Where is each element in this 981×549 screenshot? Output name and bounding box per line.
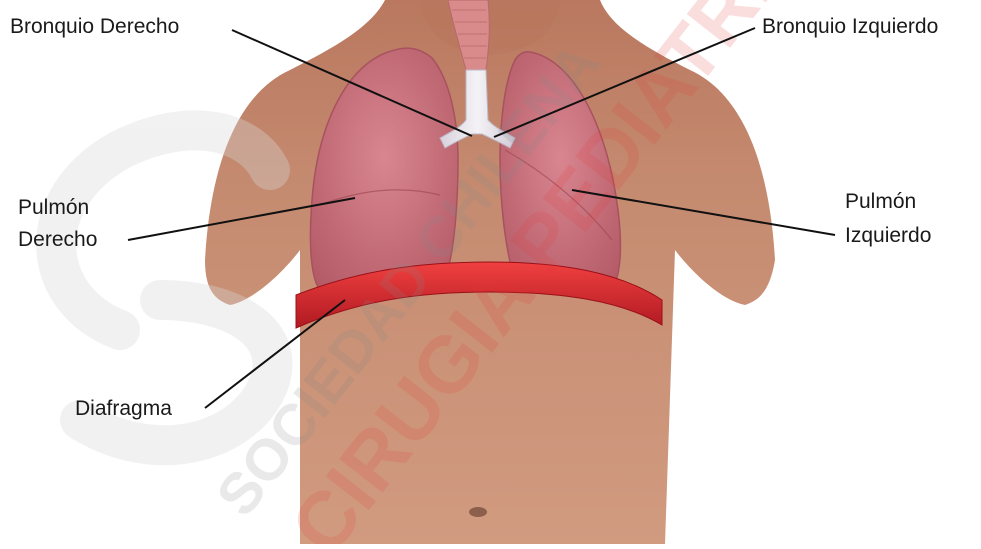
- label-bronquio-izquierdo: Bronquio Izquierdo: [762, 13, 938, 40]
- label-pulmon-izquierdo-line2: Izquierdo: [845, 222, 931, 249]
- label-diafragma: Diafragma: [75, 395, 172, 422]
- label-pulmon-izquierdo-line1: Pulmón: [845, 188, 916, 215]
- label-bronquio-derecho: Bronquio Derecho: [10, 13, 179, 40]
- label-pulmon-derecho-line1: Pulmón: [18, 194, 89, 221]
- label-pulmon-derecho-line2: Derecho: [18, 226, 97, 253]
- navel: [469, 507, 487, 517]
